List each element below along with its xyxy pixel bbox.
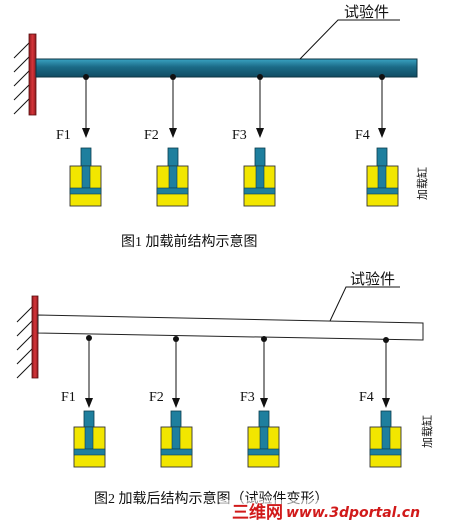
cylinder-piston-stem — [171, 426, 181, 450]
cylinder-piston — [369, 448, 402, 456]
force-label: F1 — [61, 390, 76, 405]
fixed-support-hatch — [13, 41, 31, 115]
fixed-wall — [28, 33, 37, 116]
force-label: F4 — [355, 128, 370, 143]
load-group-1: F1 — [61, 335, 106, 468]
force-arrow-icon — [172, 398, 180, 408]
cylinder-piston — [366, 187, 399, 195]
force-label: F2 — [144, 128, 159, 143]
load-group-3: F3 — [240, 336, 280, 468]
cylinder-piston-stem — [84, 426, 94, 450]
cylinder-piston-stem — [168, 165, 178, 189]
specimen-leader-line — [329, 286, 400, 322]
load-group-2: F2 — [149, 336, 193, 468]
cylinder-piston — [156, 187, 189, 195]
cylinder-rod — [80, 147, 92, 169]
cylinder-piston-stem — [377, 165, 387, 189]
force-arrow-icon — [378, 128, 386, 138]
cylinder-piston-stem — [381, 426, 391, 450]
watermark: 三维网 www.3dportal.cn — [220, 500, 451, 522]
cylinder-rod — [170, 410, 182, 430]
cylinder-rod — [376, 147, 388, 169]
load-group-3: F3 — [232, 74, 276, 207]
cylinder-piston — [160, 448, 193, 456]
cylinder-rod — [254, 147, 266, 169]
force-arrow-icon — [260, 398, 268, 408]
watermark-cn-text: 三维网 — [232, 502, 283, 522]
force-label: F3 — [232, 128, 247, 143]
specimen-label: 试验件 — [350, 271, 395, 288]
cylinder-piston-stem — [81, 165, 91, 189]
cylinder-piston — [243, 187, 276, 195]
force-label: F4 — [359, 390, 374, 405]
cylinder-rod — [83, 410, 95, 430]
cylinder-piston — [69, 187, 102, 195]
watermark-url-text: www.3dportal.cn — [286, 505, 420, 521]
force-arrow-icon — [85, 398, 93, 408]
load-group-1: F1 — [56, 74, 102, 207]
specimen-beam — [35, 58, 418, 78]
cylinder-rod — [167, 147, 179, 169]
specimen-label: 试验件 — [344, 4, 389, 21]
cylinder-piston-stem — [259, 426, 269, 450]
force-arrow-icon — [256, 128, 264, 138]
cylinder-piston-stem — [255, 165, 265, 189]
fixed-wall — [31, 295, 39, 379]
watermark-bg — [220, 500, 451, 522]
deformed-specimen-beam — [37, 314, 424, 341]
force-arrow-icon — [82, 128, 90, 138]
cylinder-rod — [258, 410, 270, 430]
force-label: F1 — [56, 128, 71, 143]
figure-2: 试验件 F1 F2 F3 — [16, 271, 434, 507]
load-group-4: F4 — [359, 337, 402, 468]
cylinder-piston — [247, 448, 280, 456]
force-label: F3 — [240, 390, 255, 405]
cylinder-label: 加载缸 — [420, 415, 434, 448]
figure-1: 试验件 F1 F2 F3 — [13, 4, 429, 250]
fixed-support-hatch — [16, 305, 34, 379]
cylinder-label: 加载缸 — [415, 167, 429, 200]
cylinder-rod — [380, 410, 392, 430]
load-group-4: F4 — [355, 74, 399, 207]
specimen-leader-line — [299, 19, 400, 60]
figure-1-caption: 图1 加载前结构示意图 — [121, 233, 258, 250]
load-group-2: F2 — [144, 74, 189, 207]
force-label: F2 — [149, 390, 164, 405]
force-arrow-icon — [382, 398, 390, 408]
force-arrow-icon — [169, 128, 177, 138]
cylinder-piston — [73, 448, 106, 456]
